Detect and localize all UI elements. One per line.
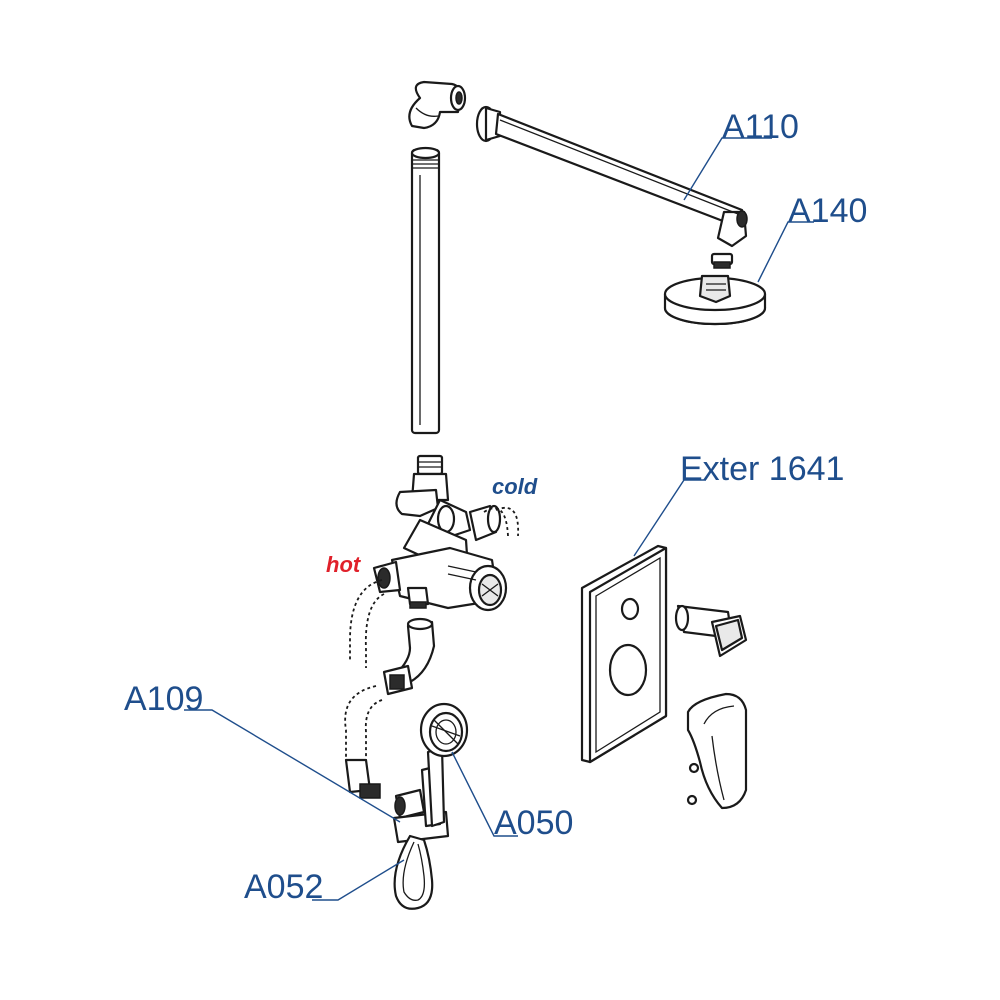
leader-exter [633, 479, 706, 557]
mixer-valve-body [372, 454, 508, 612]
label-cold: cold [492, 474, 538, 499]
leader-a140 [757, 221, 814, 283]
label-a109: A109 [124, 680, 203, 718]
label-a140: A140 [788, 192, 867, 230]
leader-a109 [184, 709, 401, 823]
label-hot: hot [326, 552, 362, 577]
label-a110: A110 [722, 108, 799, 146]
label-a050: A050 [494, 804, 573, 842]
cover-plate [580, 544, 668, 764]
mixer-lever [686, 692, 748, 810]
supply-lines [349, 506, 519, 668]
leader-a110 [683, 137, 772, 201]
shower-hose [393, 834, 434, 910]
leader-lines [184, 137, 814, 901]
elbow-connector [408, 80, 467, 130]
leader-a052 [312, 859, 405, 901]
hand-shower [419, 702, 469, 828]
riser-pipe [410, 146, 441, 435]
shower-arm [475, 105, 748, 248]
label-a052: A052 [244, 868, 323, 906]
diverter-knob [674, 604, 748, 658]
leader-a050 [451, 751, 518, 837]
rain-shower-head [663, 252, 767, 326]
label-exter-1641: Exter 1641 [680, 450, 844, 488]
outlet-pipe [344, 617, 436, 799]
